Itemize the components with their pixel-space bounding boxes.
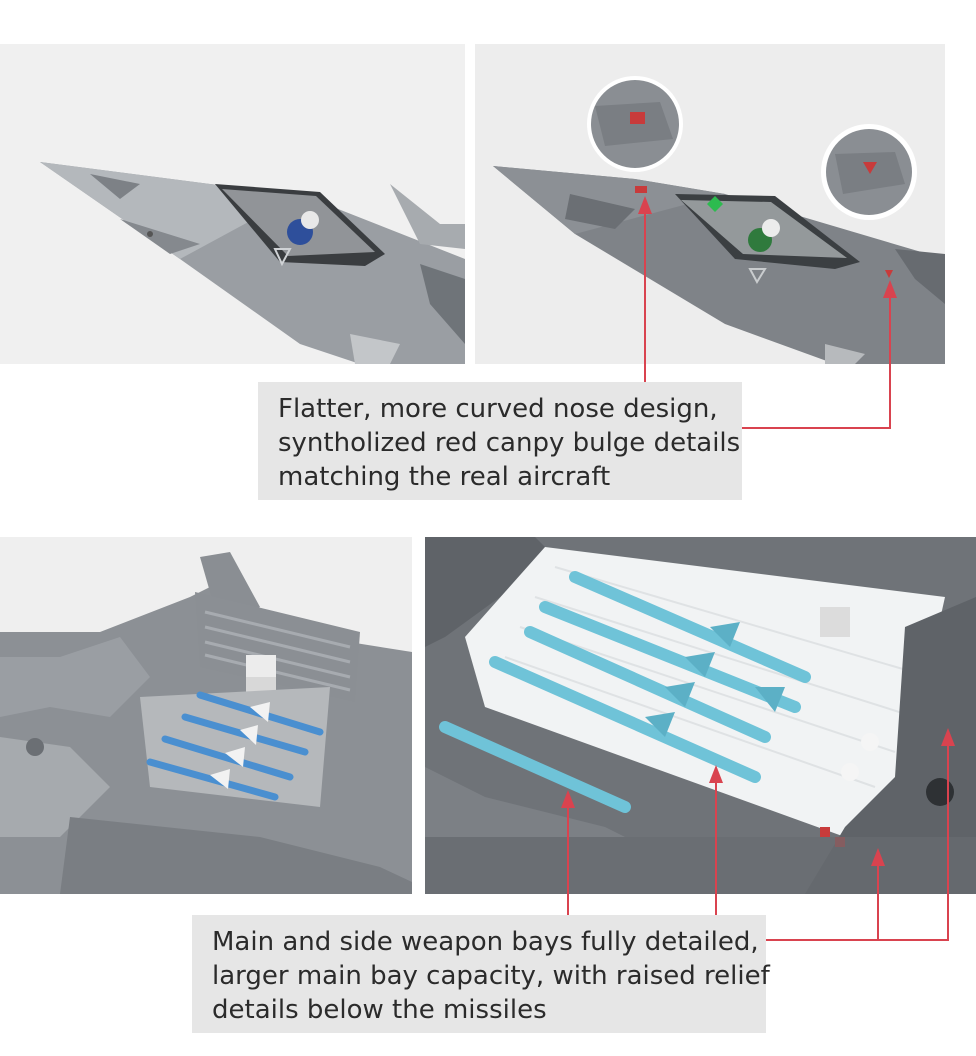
inset-bulge-detail-2 bbox=[821, 124, 917, 220]
nose-photo-right bbox=[475, 44, 945, 364]
side-bay-image bbox=[0, 537, 412, 894]
nose-right-image bbox=[475, 44, 945, 364]
bays-callout-line-3: details below the missiles bbox=[212, 995, 547, 1025]
bays-callout: Main and side weapon bays fully detailed… bbox=[192, 915, 770, 1033]
nose-left-image bbox=[0, 44, 465, 364]
side-bay-photo bbox=[0, 537, 412, 894]
nose-callout-line-2: syntholized red canpy bulge details bbox=[278, 428, 741, 458]
main-bay-image bbox=[425, 537, 976, 894]
main-bay-photo bbox=[425, 537, 976, 894]
bays-callout-line-1: Main and side weapon bays fully detailed… bbox=[212, 927, 759, 957]
nose-callout: Flatter, more curved nose design, syntho… bbox=[258, 382, 742, 500]
nose-photo-left bbox=[0, 44, 465, 364]
bays-callout-line-2: larger main bay capacity, with raised re… bbox=[212, 961, 770, 991]
nose-callout-line-1: Flatter, more curved nose design, bbox=[278, 394, 718, 424]
nose-callout-line-3: matching the real aircraft bbox=[278, 462, 611, 492]
inset-bulge-detail-1 bbox=[587, 76, 683, 172]
